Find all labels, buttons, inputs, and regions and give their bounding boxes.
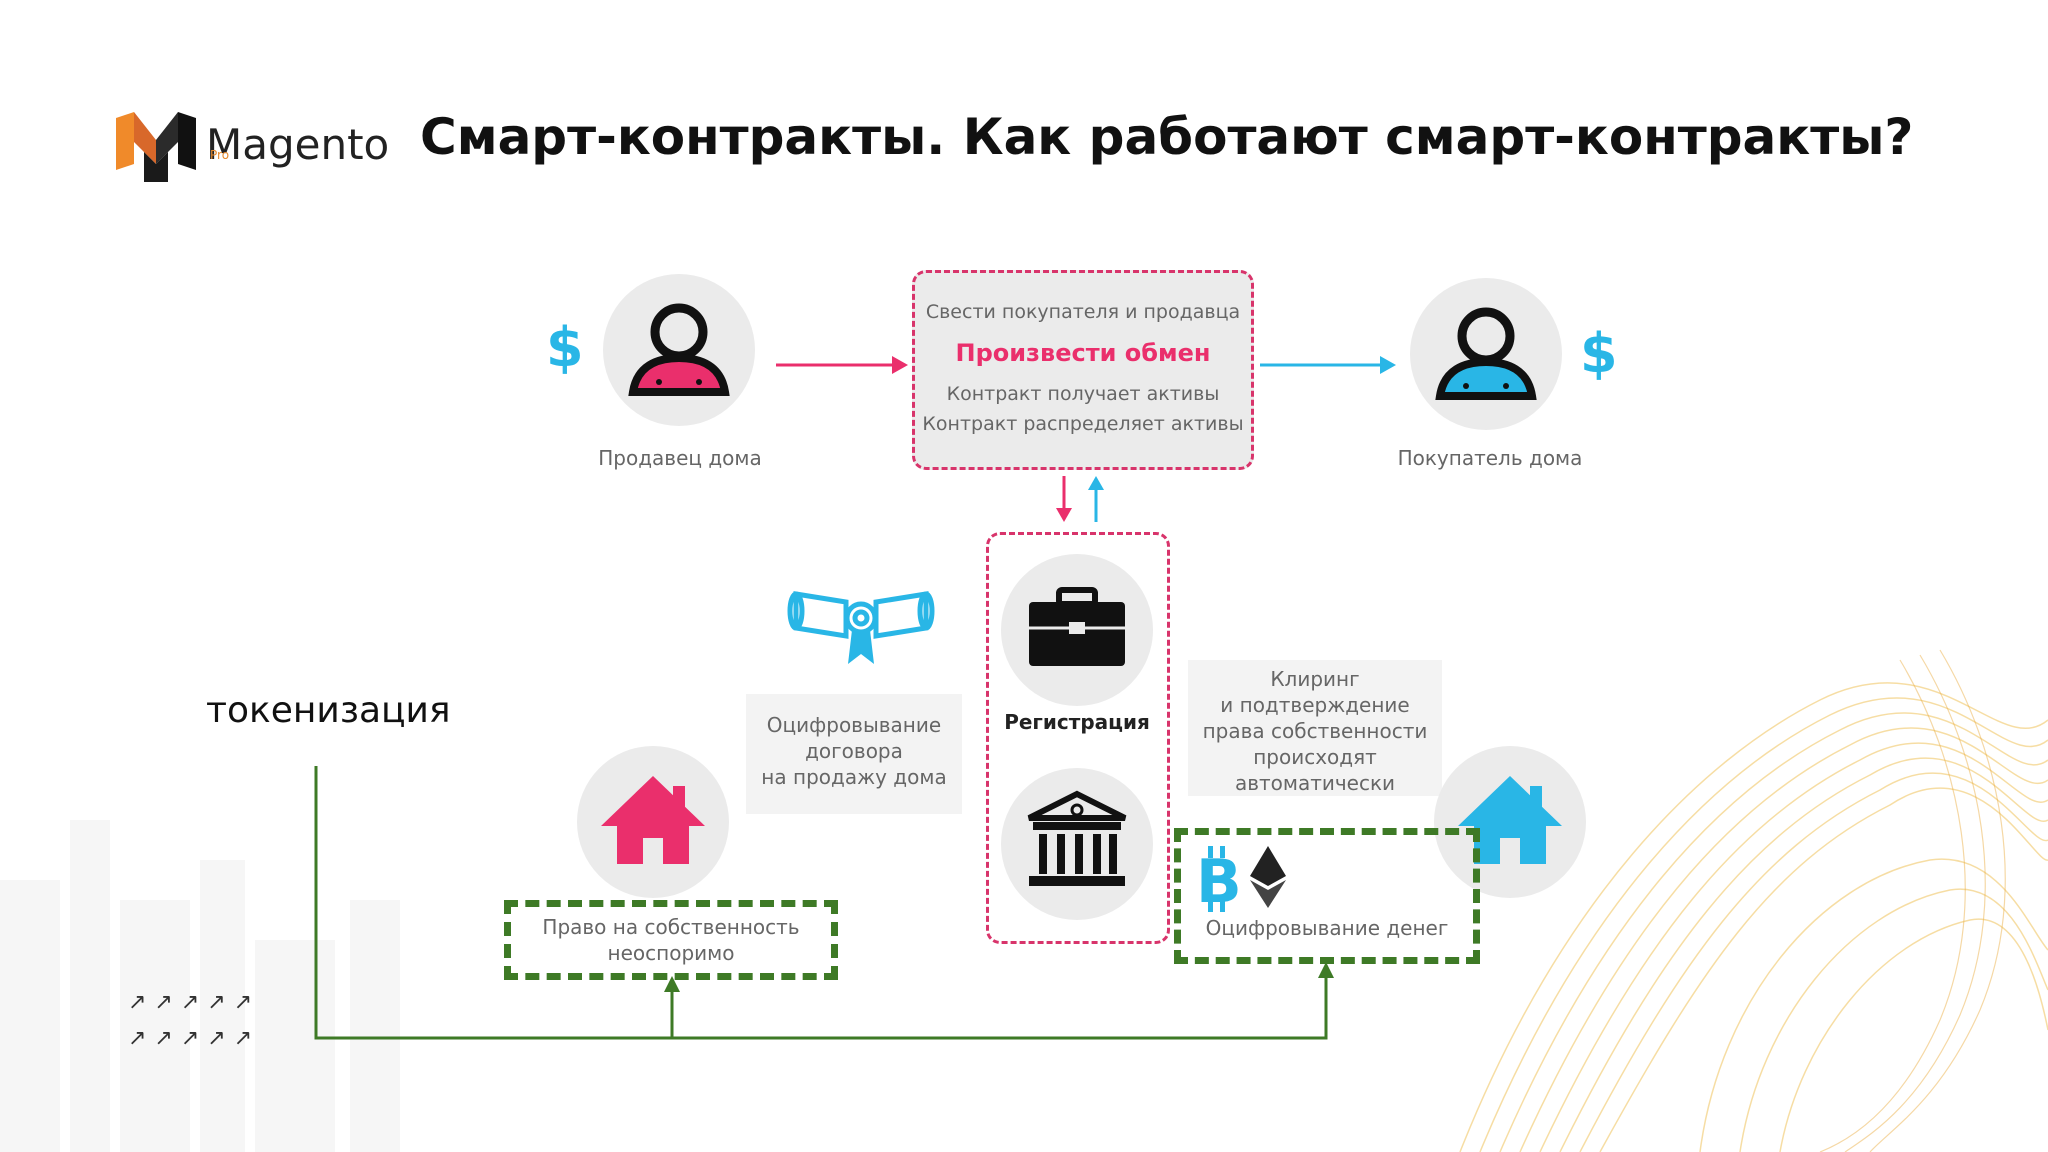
registration-circle bbox=[1001, 554, 1153, 706]
ownership-box bbox=[504, 900, 838, 980]
logo-icon bbox=[116, 112, 196, 182]
clearing-line: права собственности bbox=[1202, 719, 1428, 743]
digitize-contract-label-bg bbox=[746, 694, 962, 814]
registration-label: Регистрация bbox=[1004, 710, 1150, 734]
registration-box bbox=[986, 532, 1170, 944]
center-main-action: Произвести обмен bbox=[955, 339, 1211, 367]
clearing-line: Клиринг bbox=[1270, 667, 1360, 691]
buyer-avatar bbox=[1410, 278, 1562, 430]
briefcase-icon bbox=[1029, 587, 1125, 666]
decorative-arrows-row: ↗↗↗↗↗ bbox=[128, 990, 261, 1015]
center-line-1: Свести покупателя и продавца bbox=[925, 301, 1241, 323]
house-icon bbox=[601, 776, 705, 864]
digitize-contract-line: на продажу дома bbox=[761, 765, 947, 789]
person-icon bbox=[628, 303, 730, 396]
center-line-3: Контракт распределяет активы bbox=[922, 413, 1244, 435]
ethereum-icon bbox=[1250, 846, 1286, 908]
clearing-label: Клиринг и подтверждение права собственно… bbox=[1188, 666, 1442, 796]
decorative-arrows-row: ↗↗↗↗↗ bbox=[128, 1026, 261, 1051]
center-line-2: Контракт получает активы bbox=[946, 383, 1220, 405]
bitcoin-icon: B bbox=[1196, 846, 1242, 912]
logo-text: Magento bbox=[206, 120, 390, 169]
buyer-house-circle bbox=[1434, 746, 1586, 898]
buyer-label: Покупатель дома bbox=[1397, 446, 1583, 470]
buyer-dollar-icon: $ bbox=[1580, 322, 1618, 385]
seller-dollar-icon: $ bbox=[546, 316, 584, 379]
seller-house-circle bbox=[577, 746, 729, 898]
svg-text:B: B bbox=[1196, 847, 1242, 912]
contract-process-box: Свести покупателя и продавца Произвести … bbox=[912, 270, 1254, 470]
house-icon bbox=[1458, 776, 1562, 864]
clearing-line: автоматически bbox=[1234, 771, 1396, 795]
clearing-line: и подтверждение bbox=[1220, 693, 1410, 717]
clearing-line: происходят bbox=[1253, 745, 1377, 769]
ownership-line: неоспоримо bbox=[607, 941, 735, 965]
bank-circle bbox=[1001, 768, 1153, 920]
person-icon bbox=[1435, 307, 1537, 400]
logo-pro-text: Pro bbox=[210, 148, 230, 162]
ownership-line: Право на собственность bbox=[542, 915, 800, 939]
page-title: Смарт-контракты. Как работают смарт-конт… bbox=[420, 108, 1914, 166]
bank-icon bbox=[1027, 790, 1127, 886]
certificate-icon bbox=[787, 591, 935, 664]
digitize-contract-line: Оцифровывание bbox=[766, 713, 942, 737]
digitize-contract-line: договора bbox=[805, 739, 903, 763]
ownership-label: Право на собственность неоспоримо bbox=[504, 914, 838, 966]
digitize-money-box bbox=[1174, 828, 1480, 964]
digitize-money-label: Оцифровывание денег bbox=[1205, 916, 1449, 940]
tokenization-label: токенизация bbox=[206, 690, 451, 731]
seller-label: Продавец дома bbox=[598, 446, 762, 470]
digitize-contract-label: Оцифровывание договора на продажу дома bbox=[746, 712, 962, 790]
seller-avatar bbox=[603, 274, 755, 426]
clearing-label-bg bbox=[1188, 660, 1442, 796]
